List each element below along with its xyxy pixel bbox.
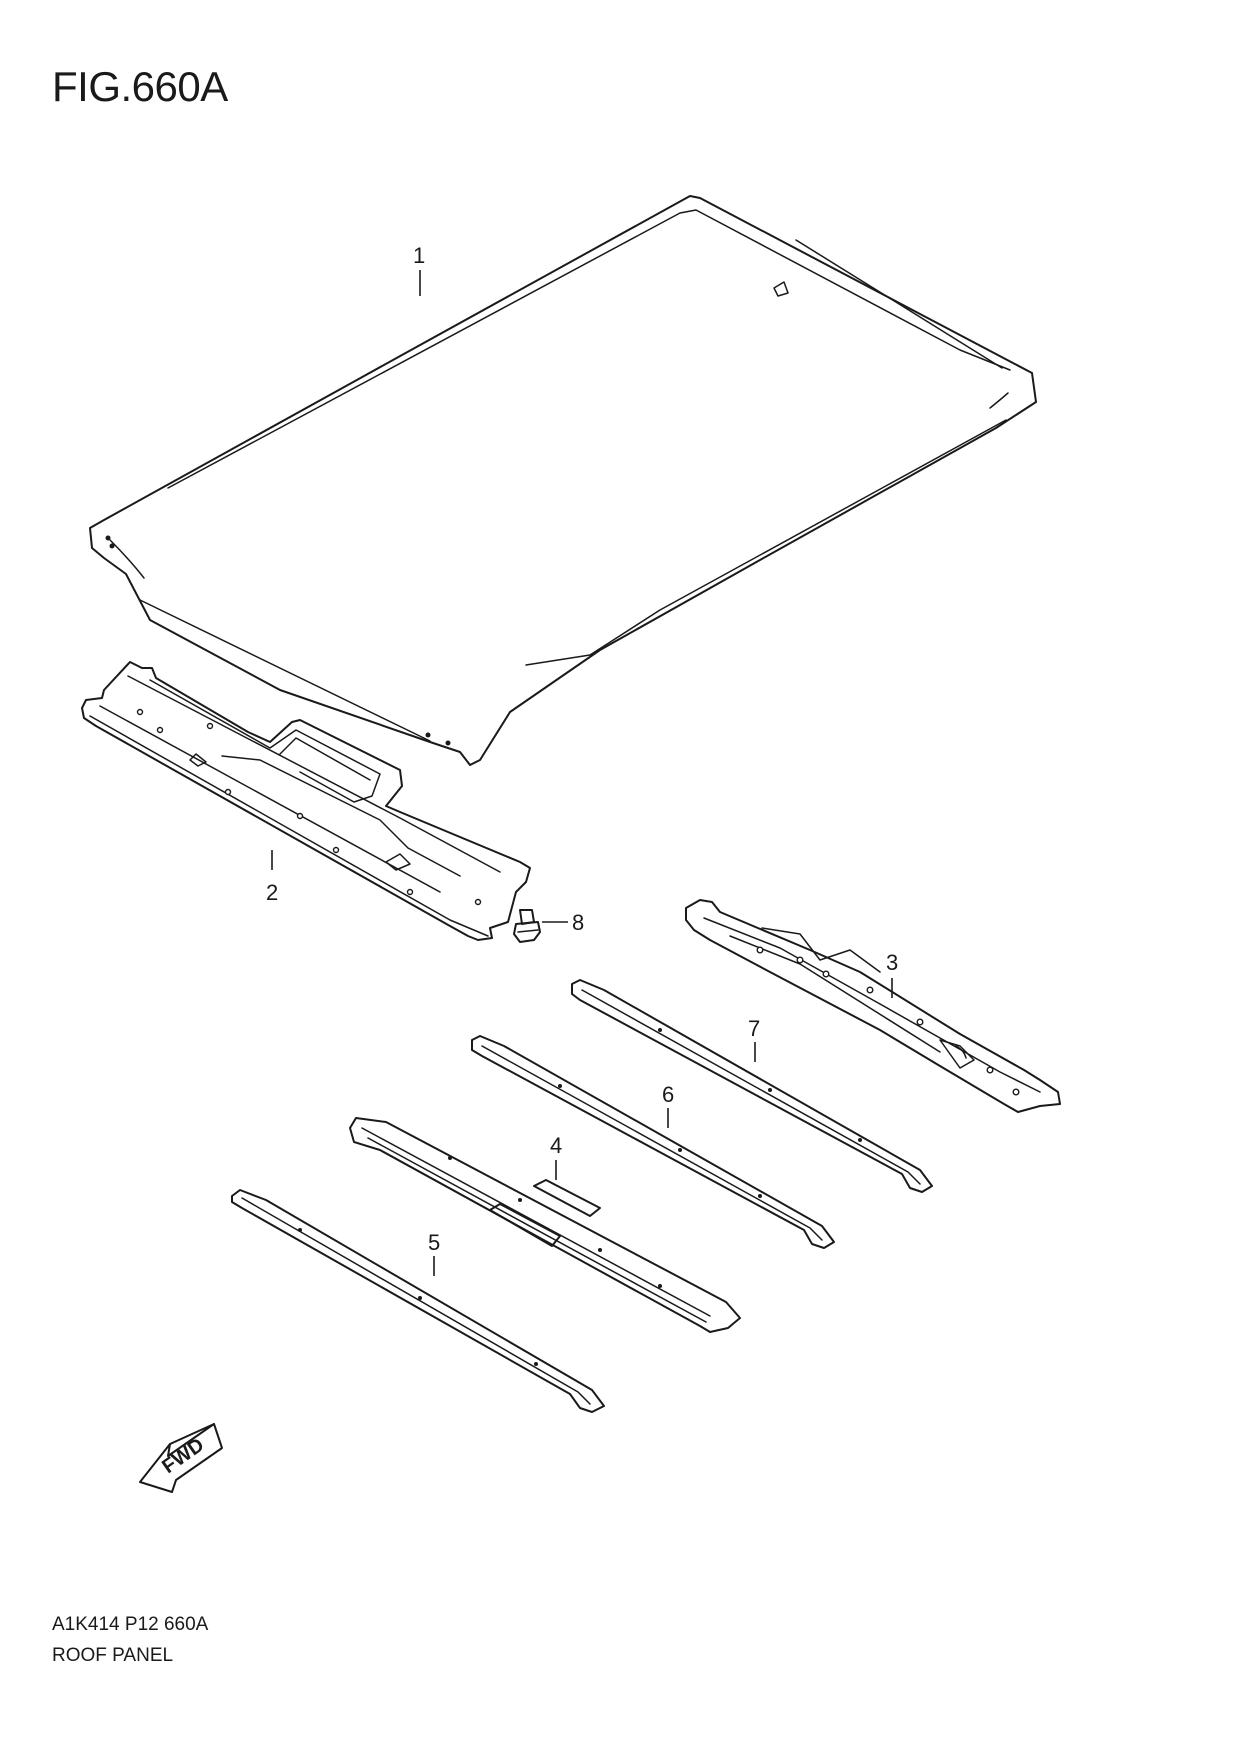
figure-code: A1K414 P12 660A — [52, 1614, 209, 1635]
bolt-part — [513, 909, 541, 943]
roof-bow-5-part — [231, 1189, 605, 1413]
callout-8: 8 — [572, 910, 584, 935]
callout-4: 4 — [550, 1133, 562, 1158]
roof-panel-part — [89, 195, 1037, 766]
roof-bow-7-part — [571, 979, 933, 1193]
rear-roof-header-part — [685, 899, 1061, 1113]
figure-title: FIG.660A — [52, 63, 228, 110]
callout-2: 2 — [266, 880, 278, 905]
callout-3: 3 — [886, 950, 898, 975]
fwd-arrow-icon: FWD — [139, 1423, 223, 1493]
figure-caption: ROOF PANEL — [52, 1645, 174, 1666]
roof-bow-6-part — [471, 1035, 835, 1249]
front-roof-header-part — [81, 661, 531, 941]
callout-6: 6 — [662, 1082, 674, 1107]
roof-bow-4-part — [349, 1117, 741, 1333]
callout-5: 5 — [428, 1230, 440, 1255]
callout-1: 1 — [413, 243, 425, 268]
callout-7: 7 — [748, 1016, 760, 1041]
